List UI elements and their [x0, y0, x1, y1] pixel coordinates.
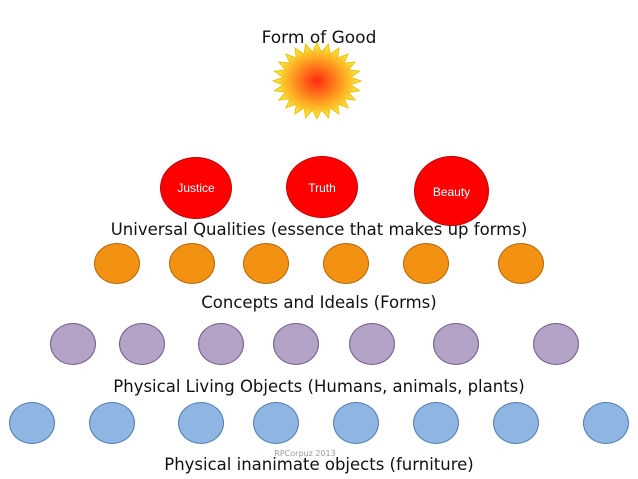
- concept-ellipse: [169, 243, 215, 284]
- quality-label: Truth: [308, 181, 336, 195]
- inanimate-ellipse: [89, 402, 135, 444]
- level-label-inanimate: Physical inanimate objects (furniture): [164, 455, 474, 474]
- credit-watermark: RPCorpuz 2013: [274, 449, 336, 458]
- concept-ellipse: [243, 243, 289, 284]
- quality-beauty: Beauty: [414, 156, 489, 226]
- quality-label: Justice: [177, 181, 215, 195]
- living-ellipse: [533, 323, 579, 365]
- inanimate-ellipse: [9, 402, 55, 444]
- concept-ellipse: [403, 243, 449, 284]
- living-ellipse: [349, 323, 395, 365]
- inanimate-ellipse: [413, 402, 459, 444]
- living-ellipse: [433, 323, 479, 365]
- level-label-universal: Universal Qualities (essence that makes …: [110, 220, 528, 239]
- quality-justice: Justice: [160, 157, 232, 219]
- inanimate-ellipse: [583, 402, 629, 444]
- level-label-living: Physical Living Objects (Humans, animals…: [113, 377, 525, 396]
- sun-icon: [271, 41, 363, 121]
- quality-truth: Truth: [286, 156, 358, 218]
- title: Form of Good: [261, 28, 377, 48]
- concept-ellipse: [94, 243, 140, 284]
- level-label-concepts: Concepts and Ideals (Forms): [201, 293, 437, 312]
- living-ellipse: [50, 323, 96, 365]
- inanimate-ellipse: [333, 402, 379, 444]
- concept-ellipse: [498, 243, 544, 284]
- concept-ellipse: [323, 243, 369, 284]
- living-ellipse: [119, 323, 165, 365]
- quality-label: Beauty: [432, 185, 471, 199]
- inanimate-ellipse: [253, 402, 299, 444]
- inanimate-ellipse: [493, 402, 539, 444]
- living-ellipse: [198, 323, 244, 365]
- living-ellipse: [273, 323, 319, 365]
- inanimate-ellipse: [178, 402, 224, 444]
